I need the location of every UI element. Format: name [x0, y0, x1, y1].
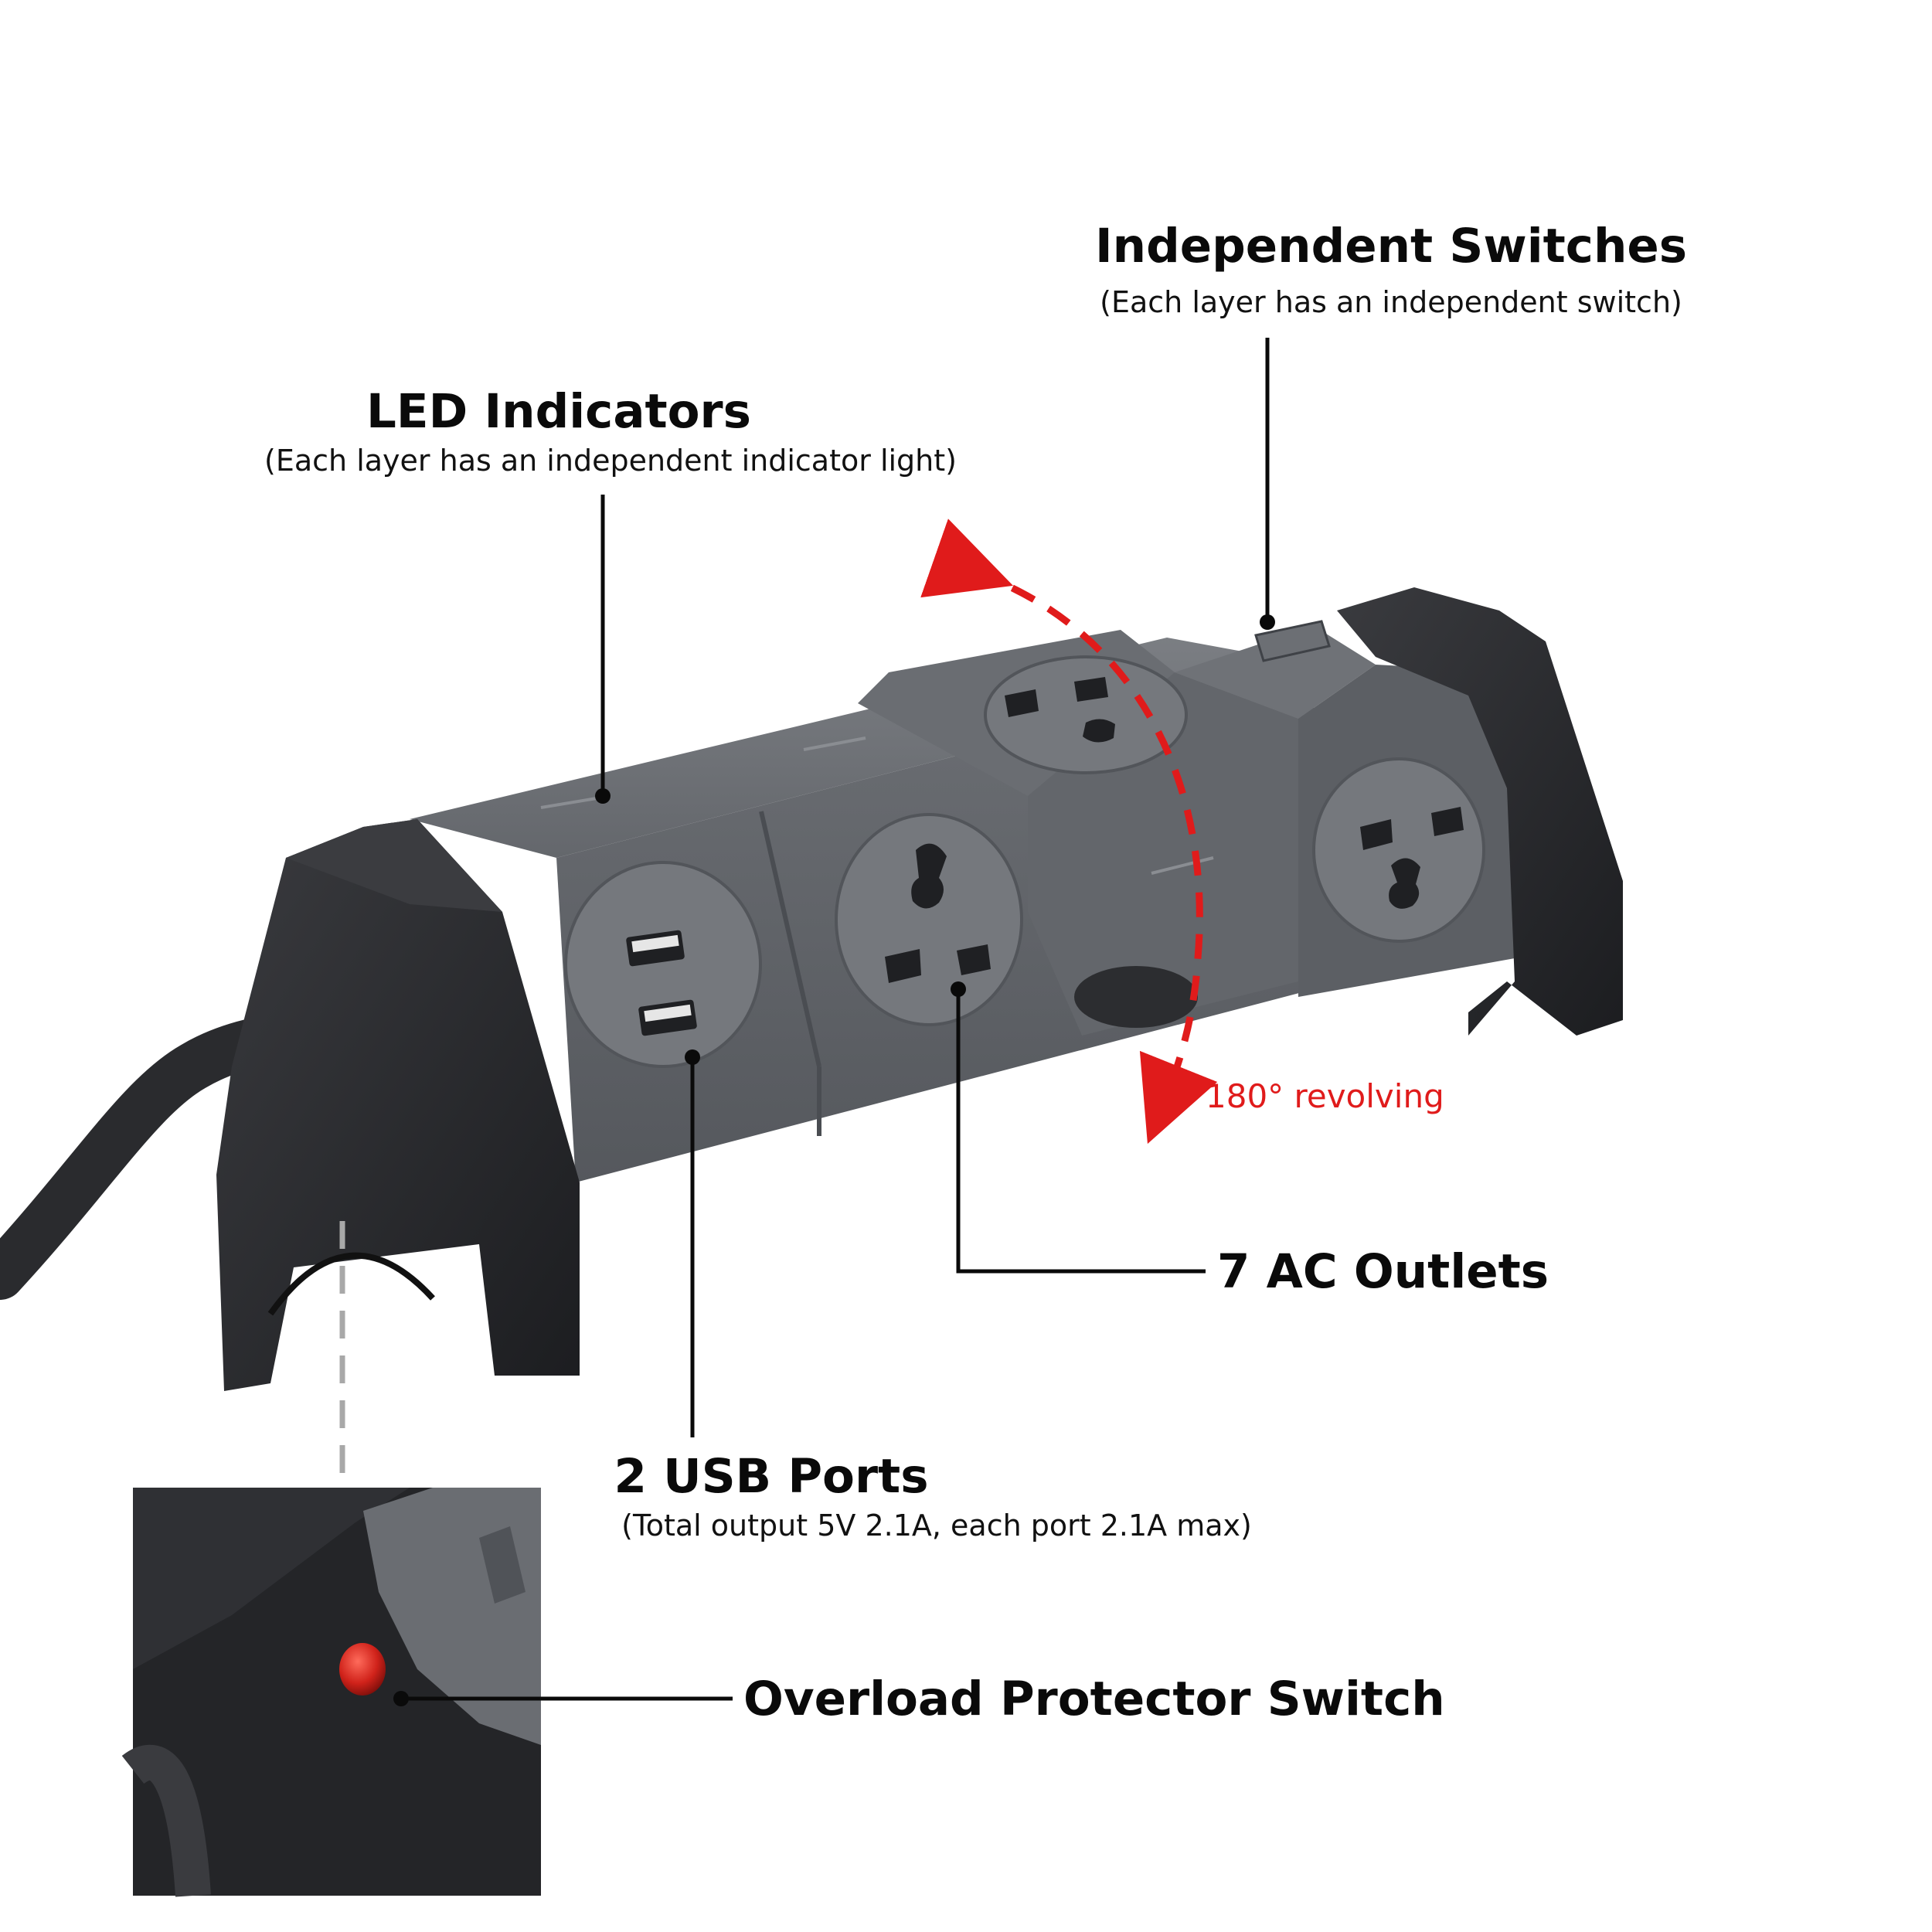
- overload-title: Overload Protector Switch: [743, 1672, 1445, 1726]
- revolving-arrow: [920, 519, 1218, 1145]
- led-indicator-2: [803, 736, 866, 751]
- ac-outlets-title: 7 AC Outlets: [1217, 1244, 1549, 1299]
- usb-socket-disc: [564, 861, 762, 1068]
- module-four-top: [1175, 626, 1376, 719]
- revolving-label: 180° revolving: [1206, 1077, 1444, 1115]
- ac-socket-3: [1312, 757, 1485, 943]
- overload-button: [339, 1643, 386, 1696]
- right-end-cap: [1337, 587, 1623, 1036]
- power-switch-button: [1254, 620, 1331, 662]
- left-end-cap: [216, 819, 580, 1391]
- led-subtitle: (Each layer has an independent indicator…: [264, 444, 957, 478]
- overload-inset-panel: [121, 1488, 541, 1897]
- hinge-underside: [1074, 966, 1198, 1028]
- usb-subtitle: (Total output 5V 2.1A, each port 2.1A ma…: [621, 1509, 1252, 1543]
- usb-title: 2 USB Ports: [614, 1449, 929, 1504]
- switches-subtitle: (Each layer has an independent switch): [1100, 285, 1682, 319]
- leader-ac: [956, 989, 1206, 1274]
- left-end-cap-top: [286, 819, 502, 912]
- led-title: LED Indicators: [366, 384, 751, 439]
- switches-title: Independent Switches: [1094, 219, 1688, 274]
- left-cap-arch: [267, 1252, 435, 1316]
